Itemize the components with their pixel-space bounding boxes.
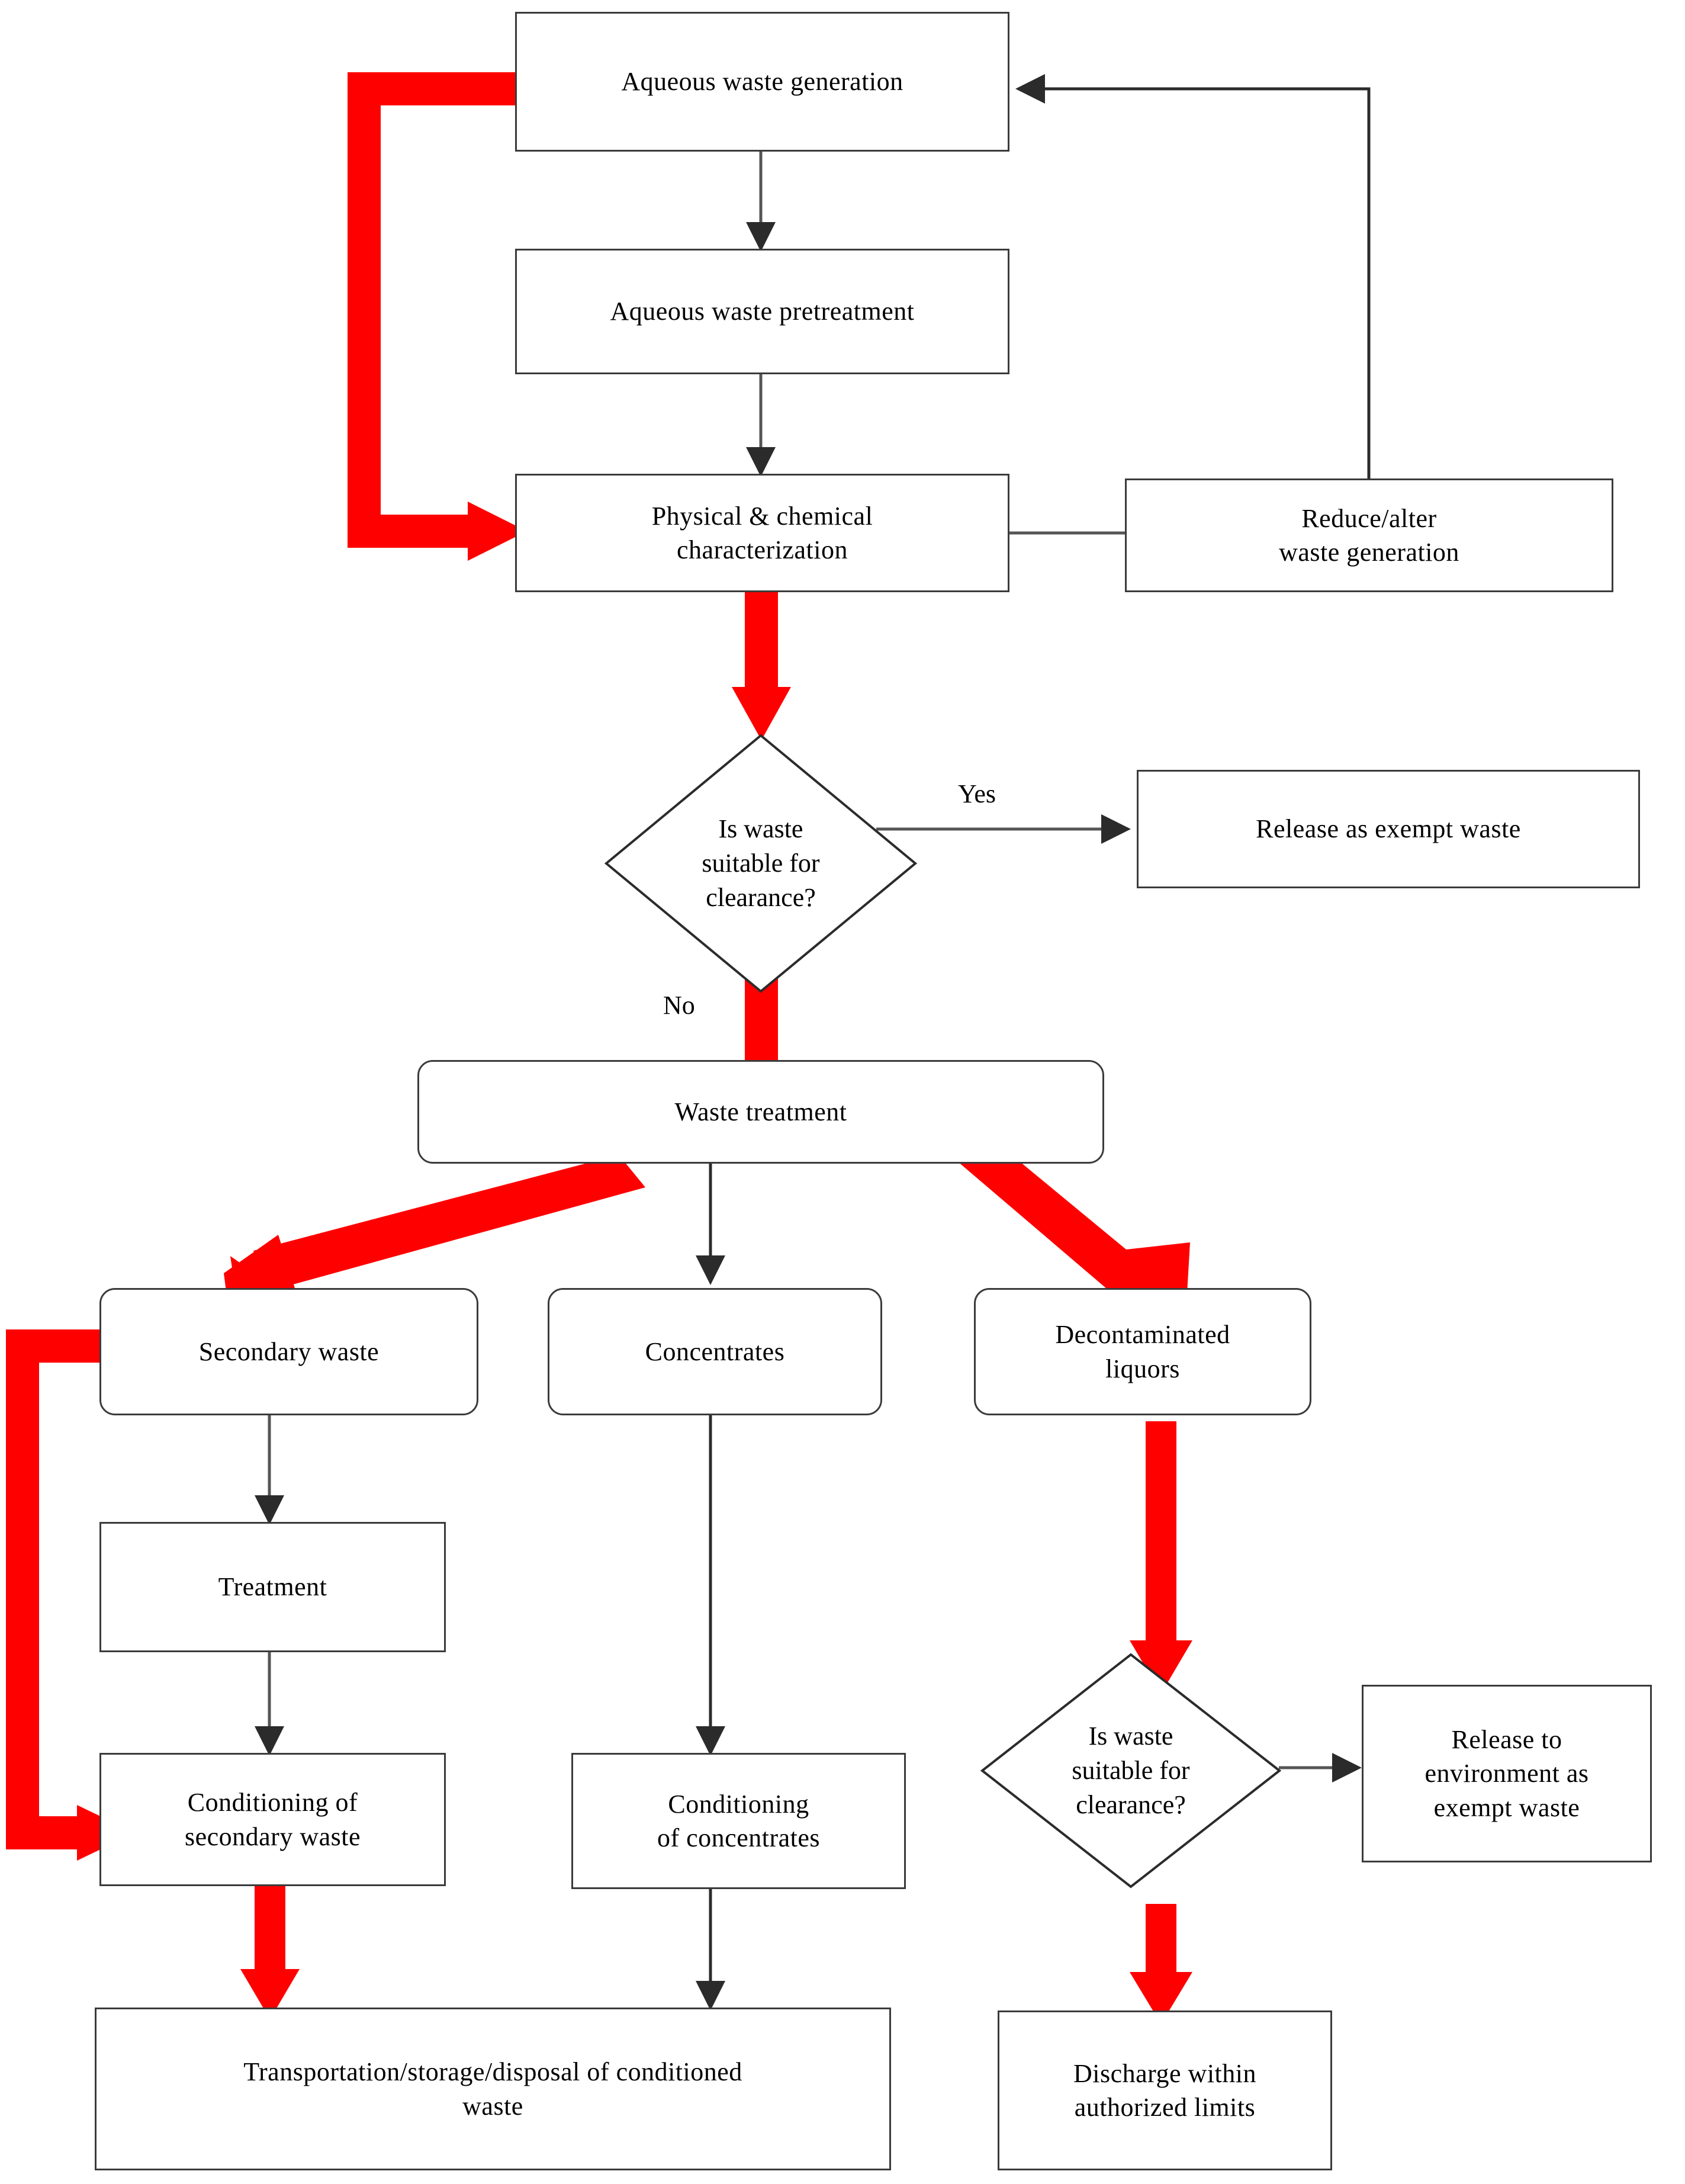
node-label: Is waste suitable for clearance? [702, 814, 820, 913]
node-physical-chemical-characterization[interactable]: Physical & chemical characterization [515, 474, 1009, 592]
node-label: Decontaminated liquors [1055, 1320, 1230, 1383]
node-release-as-exempt-waste[interactable]: Release as exempt waste [1137, 770, 1640, 888]
node-label: Concentrates [645, 1337, 785, 1366]
node-label: Treatment [218, 1572, 327, 1602]
node-label: Discharge within authorized limits [1073, 2058, 1257, 2122]
edge-reduce-to-generation [1015, 74, 1371, 478]
edge-label-yes: Yes [958, 779, 996, 808]
node-reduce-alter-waste-generation[interactable]: Reduce/alter waste generation [1125, 478, 1613, 592]
node-label: Release to environment as exempt waste [1424, 1725, 1589, 1822]
node-transportation-storage-disposal[interactable]: Transportation/storage/disposal of condi… [95, 2008, 891, 2170]
edge-red-characterization-to-diamond1 [732, 583, 791, 740]
node-label: Release as exempt waste [1256, 814, 1521, 844]
diamond-shape [980, 1653, 1282, 1888]
edge-label-no: No [663, 991, 695, 1020]
edge-red-diamond2-to-discharge [1130, 1904, 1192, 2024]
edge-red-generation-to-characterization [348, 72, 527, 561]
node-decontaminated-liquors[interactable]: Decontaminated liquors [974, 1288, 1311, 1415]
node-label: Transportation/storage/disposal of condi… [243, 2057, 742, 2121]
node-conditioning-of-concentrates[interactable]: Conditioning of concentrates [571, 1753, 906, 1889]
node-is-waste-suitable-for-clearance-1[interactable]: Is waste suitable for clearance? [604, 733, 918, 994]
node-label: Conditioning of secondary waste [184, 1788, 361, 1851]
node-label: Aqueous waste generation [621, 67, 903, 97]
node-label: Reduce/alter waste generation [1279, 503, 1459, 567]
node-aqueous-waste-pretreatment[interactable]: Aqueous waste pretreatment [515, 249, 1009, 374]
node-label: Is waste suitable for clearance? [1072, 1721, 1190, 1820]
node-label: Physical & chemical characterization [651, 501, 873, 564]
node-label: Waste treatment [674, 1097, 847, 1126]
node-label: Secondary waste [198, 1337, 380, 1366]
node-label: Aqueous waste pretreatment [610, 297, 915, 326]
node-secondary-waste[interactable]: Secondary waste [99, 1288, 478, 1415]
node-waste-treatment[interactable]: Waste treatment [417, 1060, 1104, 1164]
node-discharge-within-authorized-limits[interactable]: Discharge within authorized limits [998, 2010, 1332, 2170]
node-concentrates[interactable]: Concentrates [548, 1288, 882, 1415]
node-aqueous-waste-generation[interactable]: Aqueous waste generation [515, 12, 1009, 152]
node-release-to-environment-as-exempt-waste[interactable]: Release to environment as exempt waste [1362, 1685, 1652, 1862]
edge-red-conditioning-to-transport [240, 1886, 300, 2019]
node-treatment[interactable]: Treatment [99, 1522, 446, 1652]
node-is-waste-suitable-for-clearance-2[interactable]: Is waste suitable for clearance? [980, 1652, 1282, 1889]
node-label: Conditioning of concentrates [657, 1789, 821, 1852]
node-conditioning-of-secondary-waste[interactable]: Conditioning of secondary waste [99, 1753, 446, 1886]
